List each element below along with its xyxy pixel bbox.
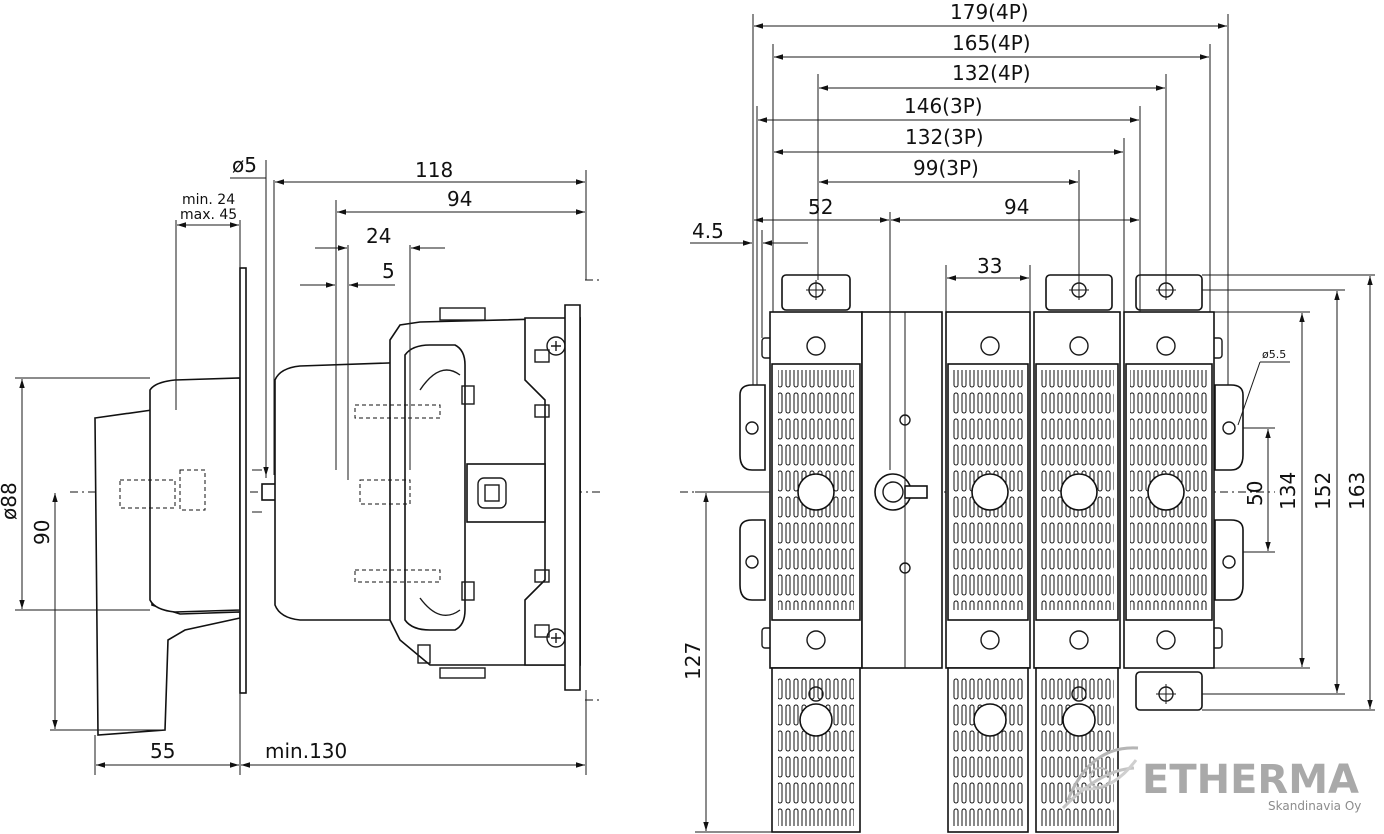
side-view: ø5 min. 24 max. 45 118 94 24 5 ø88 90 55… [0, 153, 600, 775]
front-view: 179(4P) 165(4P) 132(4P) 146(3P) 132(3P) … [680, 0, 1375, 833]
mechanism [861, 311, 943, 669]
dim-163: 163 [1345, 472, 1369, 510]
dim-4-5: 4.5 [692, 219, 724, 243]
dim-165-4p: 165(4P) [952, 31, 1031, 55]
dim-max45: max. 45 [180, 207, 237, 223]
dim-90: 90 [30, 520, 54, 545]
logo-name: ETHERMA [1142, 757, 1359, 803]
dim-5: 5 [382, 259, 395, 283]
contact-housing [404, 344, 466, 631]
dim-132-4p: 132(4P) [952, 61, 1031, 85]
dim-152: 152 [1311, 472, 1335, 510]
dim-55: 55 [150, 739, 175, 763]
dim-52: 52 [808, 195, 833, 219]
dim-179-4p: 179(4P) [950, 0, 1029, 24]
din-rail [564, 304, 581, 691]
dim-min24: min. 24 [182, 192, 235, 208]
logo-subtitle: Skandinavia Oy [1268, 799, 1361, 813]
pole-3 [1033, 274, 1121, 833]
dim-33: 33 [977, 254, 1002, 278]
dim-min130: min.130 [265, 739, 347, 763]
dim-99-3p: 99(3P) [913, 156, 979, 180]
dim-134: 134 [1276, 472, 1300, 510]
dim-94-side: 94 [447, 187, 472, 211]
logo-swirl-icon [1061, 746, 1139, 810]
dim-127: 127 [681, 642, 705, 680]
dim-50: 50 [1243, 481, 1267, 506]
dim-118: 118 [415, 158, 453, 182]
dim-94-front: 94 [1004, 195, 1029, 219]
dim-d5-5: ø5.5 [1262, 348, 1286, 361]
dim-d88: ø88 [0, 482, 21, 520]
etherma-logo: ETHERMA Skandinavia Oy [1061, 746, 1361, 813]
door-panel [239, 267, 247, 694]
pole-2 [945, 311, 1031, 833]
handle-hub [149, 377, 241, 613]
pole-1 [769, 274, 863, 833]
dim-24: 24 [366, 224, 391, 248]
dim-146-3p: 146(3P) [904, 94, 983, 118]
dim-132-3p: 132(3P) [905, 125, 984, 149]
pole-4 [1123, 274, 1215, 711]
dim-d5: ø5 [232, 153, 257, 177]
